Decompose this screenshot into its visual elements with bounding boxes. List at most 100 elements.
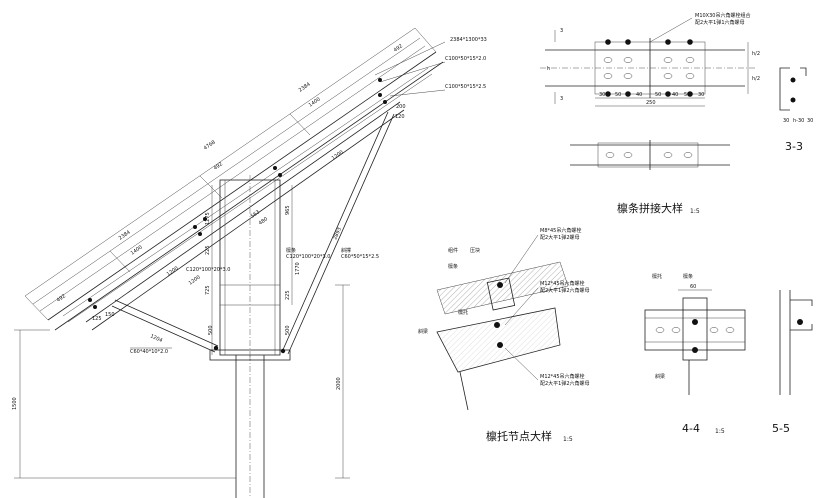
bracket-label-4: 斜梁 — [418, 328, 428, 335]
bracket-title: 檩托节点大样 — [486, 429, 552, 443]
splice-dim-50a: 50 — [615, 92, 621, 98]
section44-hole-2 — [671, 327, 681, 333]
splice-dim-30a: 30 — [599, 92, 605, 98]
dim-225-a: 225 — [205, 245, 211, 255]
dim-ext-4 — [109, 250, 131, 273]
splice-dim-50c: 50 — [684, 92, 690, 98]
bracket-module-hatch — [437, 262, 568, 314]
bracket-plate — [486, 277, 516, 311]
splice-side-plate — [597, 142, 699, 168]
dim-2384-b: 2384 — [118, 229, 132, 241]
callout-post-label: C120*100*20*3.0 — [286, 254, 330, 260]
rafter-bottom — [91, 109, 405, 331]
section44-bolt-2 — [692, 347, 698, 353]
dim-150: 150 — [105, 312, 115, 318]
dim-120: 120 — [395, 114, 405, 120]
section44-bracket — [682, 297, 708, 361]
callout-brace-member: C60*50*15*2.5 — [341, 254, 379, 260]
bottom-tie-b — [111, 305, 216, 353]
dim-1200-a: 1200 — [166, 265, 180, 277]
bracket-note1: M8*45吊六角螺栓 — [540, 227, 581, 234]
dim-725: 725 — [205, 285, 211, 295]
dim-492-b: 492 — [213, 161, 224, 171]
bracket-note3: M12*45吊六角螺栓 — [540, 373, 585, 380]
dim-ext-2 — [414, 27, 437, 53]
section33-lip — [800, 67, 807, 76]
panel-bottom-edge — [54, 61, 444, 331]
splice-marker-bottom: 3 — [560, 96, 563, 102]
section44-dim: 60 — [690, 284, 696, 290]
callout-post-member: C120*100*20*3.0 — [186, 267, 230, 273]
callout-purlin-c1: C100*50*15*2.0 — [445, 56, 486, 62]
splice-bolts-top — [603, 39, 695, 97]
section-3-3: 30 h-30 30 3-3 — [779, 67, 813, 153]
section44-label-0: 檩托 — [652, 273, 662, 280]
section44-hole-3 — [709, 327, 719, 333]
bracket-leg — [459, 371, 469, 411]
section44-hole-4 — [725, 327, 735, 333]
bracket-scale: 1:5 — [563, 436, 573, 443]
section33-bolt-2 — [790, 97, 796, 103]
splice-h: h — [547, 66, 550, 72]
bracket-note2b: 配2大平1弹2六角螺母 — [540, 287, 590, 294]
leader-3 — [389, 89, 446, 97]
leader-2 — [379, 61, 446, 83]
dim-1275: 1275 — [205, 212, 211, 225]
leader-1 — [374, 41, 446, 76]
bracket-label-1: 压块 — [470, 247, 480, 254]
dim-ext-1 — [24, 295, 49, 321]
rear-brace-b — [287, 113, 395, 355]
bracket-note1b: 配2大平1弹2螺母 — [540, 234, 580, 241]
callout-purlin-top: 2384*1300*33 — [450, 37, 487, 43]
panel-top-edge — [47, 51, 437, 321]
dim-2384-a: 2384 — [298, 81, 312, 93]
dim-line-mid — [32, 37, 421, 305]
callout-tie-member: C60*40*10*2.0 — [130, 349, 168, 355]
splice-dim-50b: 50 — [655, 92, 661, 98]
dim-4768: 4768 — [203, 139, 217, 151]
dim-480: 480 — [258, 216, 269, 226]
callout-label-a: 檩条 — [286, 247, 296, 254]
splice-h2b: h/2 — [752, 76, 760, 82]
bracket-rafter-hatch — [437, 308, 560, 372]
splice-bolts-side — [605, 152, 693, 158]
dim-line-inner — [39, 45, 426, 312]
main-elevation: 4768 2384 1400 492 492 2384 1400 492 120… — [12, 27, 487, 498]
dim-500-a: 500 — [208, 325, 214, 335]
rear-brace-a — [281, 111, 389, 353]
dim-1200-c: 1200 — [188, 274, 202, 286]
section33-bolt-1 — [790, 77, 796, 83]
splice-dim-30b: 30 — [698, 92, 704, 98]
dim-2893: 2893 — [332, 227, 343, 241]
brace-bolt — [280, 348, 286, 354]
dim-1200-b: 1200 — [331, 149, 345, 161]
dim-2000: 2000 — [336, 377, 342, 390]
dim-ext-3 — [199, 175, 223, 199]
dim-1770: 1770 — [295, 262, 301, 275]
splice-dim-250: 250 — [646, 100, 656, 106]
purlin-splice-detail: 3 3 M10X30吊六角螺栓组合 配2大平1弹1六角螺母 h/2 h/2 h … — [540, 12, 760, 215]
tie-bolt — [213, 345, 219, 351]
dim-492-a: 492 — [393, 43, 404, 53]
bracket-note3b: 配2大平1弹2六角螺母 — [540, 380, 590, 387]
section55-bolt — [797, 319, 803, 325]
dim-ext-5 — [289, 113, 311, 136]
dim-1500: 1500 — [12, 397, 18, 410]
dim-965: 965 — [285, 205, 291, 215]
purlin-bolts — [88, 78, 387, 309]
pile-cap — [209, 349, 291, 361]
splice-title: 檩条拼接大样 — [617, 201, 683, 215]
section55-bracket — [790, 299, 813, 331]
section44-label-2: 斜梁 — [655, 373, 665, 380]
bracket-leader-3 — [504, 347, 539, 381]
section33-label: 3-3 — [785, 140, 803, 153]
section44-beam — [644, 309, 746, 351]
section55-label: 5-5 — [772, 422, 790, 435]
section33-profile — [779, 67, 790, 111]
bracket-label-2: 檩条 — [448, 263, 458, 270]
dim-492-c: 492 — [56, 293, 67, 303]
dim-200: 200 — [396, 104, 406, 110]
dim-125: 125 — [92, 316, 102, 322]
callout-label-b: 斜撑 — [341, 247, 351, 254]
